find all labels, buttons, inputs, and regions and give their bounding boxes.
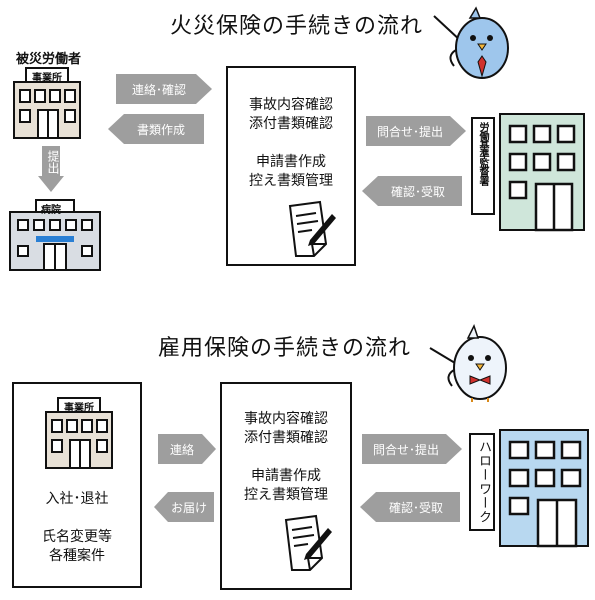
arrow-confirm-label: 確認･受取 [390,184,445,199]
arrow-notify-label: お届け [170,500,207,515]
arrow-inquiry-label: 問合せ･提出 [372,442,439,457]
agency-sign: ハローワーク [476,440,491,524]
government-building-icon: ハローワーク [468,424,592,548]
center-line-5: 控え書類管理 [249,173,333,189]
arrow-contact-label: 連絡･確認 [131,82,186,97]
bird-mascot-icon [429,324,507,402]
submit-vertical-label: 提出 [46,150,60,174]
left-arrow-icon [154,492,214,522]
left-arrow-icon [362,176,462,206]
center-line-2: 添付書類確認 [249,116,333,132]
office-building-icon: 事業所 [12,66,82,140]
right-arrow-icon [362,434,462,464]
document-pen-icon [284,514,332,571]
right-arrow-icon [116,74,212,104]
section1-title: 火災保険の手続きの流れ [170,14,424,39]
agency-sign: 労働基準監督署 [477,122,488,185]
center-line-1: 事故内容確認 [249,97,333,113]
center-process-box [226,66,356,266]
office-sign: 事業所 [64,403,94,414]
arrow-inquiry-label: 問合せ･提出 [376,124,443,139]
government-building-icon: 労働基準監督署 [470,108,590,232]
left-arrow-icon [360,492,460,522]
left-arrow-icon [108,114,204,144]
right-arrow-icon [158,434,216,464]
document-pen-icon [288,200,336,257]
office-line-4: 各種案件 [49,548,105,564]
center-line-1: 事故内容確認 [244,411,328,427]
section2-title: 雇用保険の手続きの流れ [158,336,412,361]
hospital-building-icon: 病院 [8,196,102,272]
arrow-contact-label: 連絡 [169,442,194,457]
right-arrow-icon [366,116,466,146]
bird-mascot-icon [433,6,509,79]
center-line-4: 申請書作成 [256,154,326,170]
office-sign: 事業所 [32,73,62,84]
office-building-icon: 事業所 [44,396,114,470]
center-line-5: 控え書類管理 [244,487,328,503]
arrow-confirm-label: 確認･受取 [388,500,443,515]
center-line-2: 添付書類確認 [244,430,328,446]
center-line-4: 申請書作成 [251,468,321,484]
office-line-1: 入社･退社 [45,491,109,507]
arrow-documents-label: 書類作成 [136,122,185,137]
down-arrow-icon [38,146,64,192]
employer-caption: 被災労働者 [16,52,82,67]
hospital-sign: 病院 [41,205,61,216]
center-process-box [220,382,352,590]
office-line-3: 氏名変更等 [42,529,112,545]
